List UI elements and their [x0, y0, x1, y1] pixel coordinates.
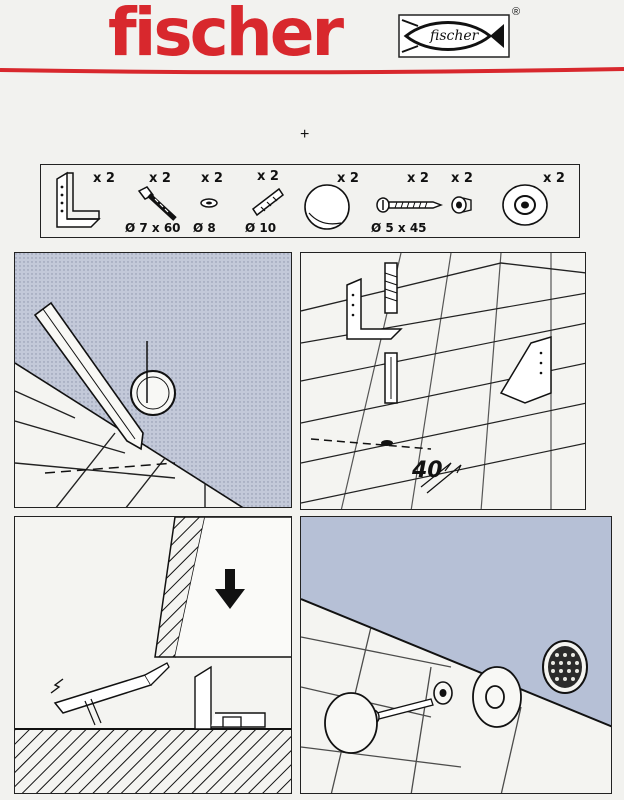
red-rule	[0, 67, 624, 75]
step-2-panel	[300, 252, 586, 510]
sleeve-icon	[451, 196, 472, 214]
part-spec: Ø 10	[245, 221, 277, 235]
part-qty: x 2	[451, 171, 473, 186]
part-qty: x 2	[201, 171, 223, 186]
wall-plug-icon	[251, 187, 285, 217]
part-spec: Ø 5 x 45	[371, 221, 427, 235]
part-cover-cap: x 2	[299, 165, 369, 237]
screw-icon	[376, 197, 443, 213]
part-qty: x 2	[149, 171, 171, 186]
step-3-panel	[14, 516, 292, 794]
step-4-panel	[300, 516, 612, 794]
registered-mark: ®	[512, 6, 521, 18]
hex-screw-icon	[137, 186, 177, 221]
part-qty: x 2	[257, 169, 279, 184]
part-spec: Ø 7 x 60	[125, 221, 181, 235]
angle-bracket-icon	[56, 171, 101, 228]
part-wall-plug: x 2 Ø 10	[241, 165, 301, 237]
step-4-illustration	[301, 517, 611, 793]
part-hex-screw: x 2 Ø 7 x 60	[125, 165, 205, 237]
part-spec: Ø 8	[193, 221, 216, 235]
parts-list: x 2 x 2 Ø 7 x 60 x 2 Ø 8 x 2 Ø 10 x 2	[40, 164, 580, 238]
bracket-right	[499, 335, 552, 404]
rosette-icon	[502, 184, 548, 226]
cover-cap-icon	[304, 184, 350, 230]
silicone-gun-icon	[53, 674, 153, 714]
step-1-panel	[14, 252, 292, 508]
part-washer: x 2 Ø 8	[191, 165, 241, 237]
cover-cap-part	[324, 692, 378, 754]
down-arrow-icon	[215, 569, 245, 609]
part-qty: x 2	[93, 171, 115, 186]
step-2-illustration	[301, 253, 585, 509]
part-angle-bracket: x 2	[49, 165, 119, 237]
dimension-label: 40	[412, 458, 443, 483]
step-1-illustration	[15, 253, 291, 507]
step-3-illustration	[15, 517, 291, 793]
part-sleeve: x 2	[441, 165, 491, 237]
logo-text: fischer	[430, 28, 479, 44]
bracket-top	[346, 277, 403, 340]
part-qty: x 2	[337, 171, 359, 186]
part-qty: x 2	[407, 171, 429, 186]
fischer-fish-logo: fischer	[398, 14, 510, 58]
part-qty: x 2	[543, 171, 565, 186]
washer-icon	[200, 198, 218, 208]
part-screw: x 2 Ø 5 x 45	[369, 165, 449, 237]
part-rosette: x 2	[491, 165, 579, 237]
plus-sign: +	[300, 126, 310, 143]
rosette-mounted	[542, 640, 588, 694]
brand-wordmark: fischer	[108, 0, 344, 71]
